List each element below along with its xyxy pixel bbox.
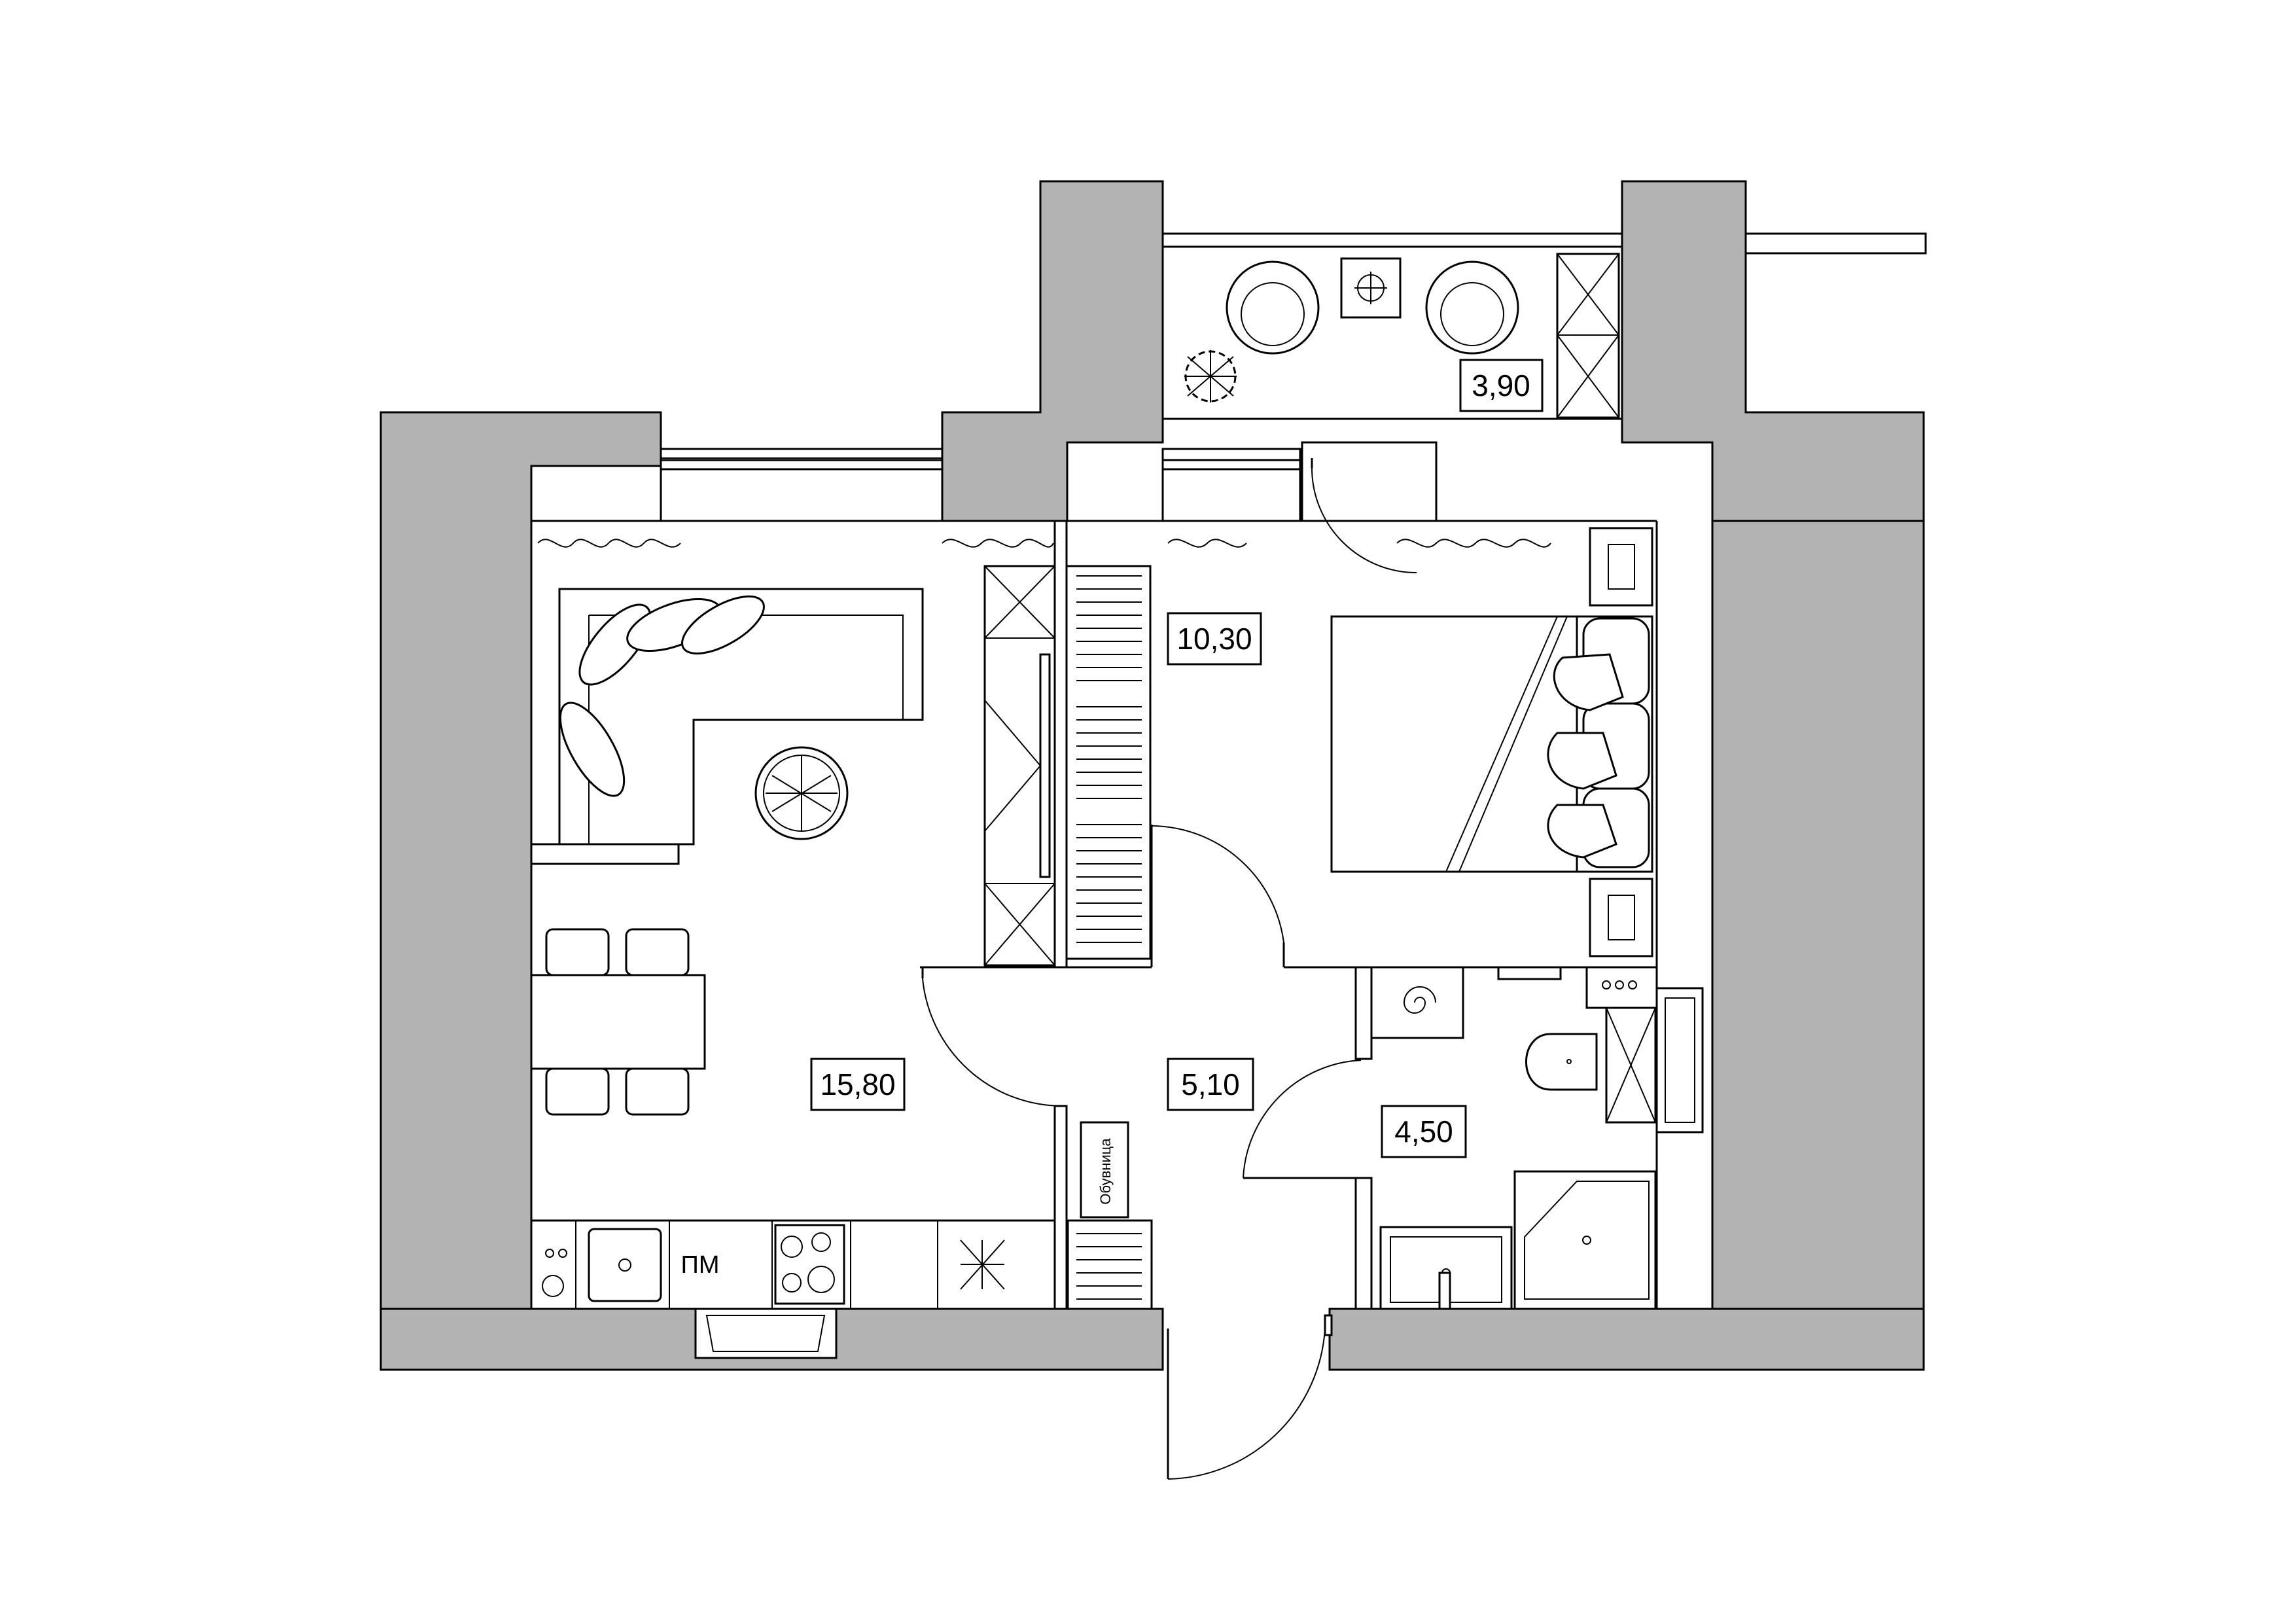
plant-icon [1184,350,1237,402]
wall-mid-left [941,180,1164,522]
windows [660,441,1704,1359]
door-balcony [1311,467,1417,573]
door-entrance [1167,1328,1326,1480]
washing-machine [1370,966,1464,1039]
towel-rail [1497,966,1562,980]
bedroom: 10,30 [1167,458,1653,957]
shower [1513,1170,1657,1310]
washer-label: ПМ [681,1251,720,1279]
window-bathroom [1655,987,1704,1133]
wall-right-vertical [1711,520,1925,1310]
toilet [1525,1033,1598,1091]
wall-right-top [1621,180,1925,522]
window-bedroom-frame [1161,459,1301,471]
bed-pillows [1547,617,1650,868]
corner-sofa [530,588,924,865]
hood-icon [960,1240,1005,1290]
tv-cabinet [983,565,1056,967]
swirl-icon [1403,986,1436,1014]
bathroom: 4,50 [1370,966,1658,1310]
door-bathroom [1243,1060,1362,1179]
nightstand-top [1589,527,1653,607]
window-living-frame [660,459,944,471]
balcony: 3,90 [1161,232,1927,420]
area-label-living: 15,80 [820,1067,895,1101]
living-room: ПМ 15,80 [530,539,1064,1310]
interior-lines [530,520,1658,1310]
pillows [559,595,765,797]
wall-bottom-right [1328,1308,1925,1371]
plant-pot-icon [754,746,849,840]
window-kitchen [694,1308,838,1359]
dining-table [530,928,706,1116]
balcony-ledge-right [1744,232,1927,255]
door-living [922,978,1064,1107]
shoe-cabinet [1080,1121,1129,1219]
sink [1379,1226,1513,1310]
hall: Обувница 5,10 [1065,565,1364,1480]
area-label-balcony: 3,90 [1472,368,1530,402]
area-label-bathroom: 4,50 [1394,1115,1453,1149]
bath-controls [1585,966,1658,1009]
kitchen-counter [530,1219,1056,1310]
armchair-left [1226,260,1320,355]
shoe-cabinet-label: Обувница [1097,1138,1114,1205]
area-label-hall: 5,10 [1181,1067,1240,1101]
cooktop-icon [774,1224,845,1305]
nightstand-bottom [1589,878,1653,957]
door-bedroom [1151,825,1284,943]
balcony-door-frame [1301,441,1438,522]
partition-wardrobe [1053,520,1068,969]
side-table [1340,257,1402,319]
wardrobe [1065,565,1152,960]
armchair-right [1425,260,1519,355]
area-label-bedroom: 10,30 [1176,622,1252,656]
